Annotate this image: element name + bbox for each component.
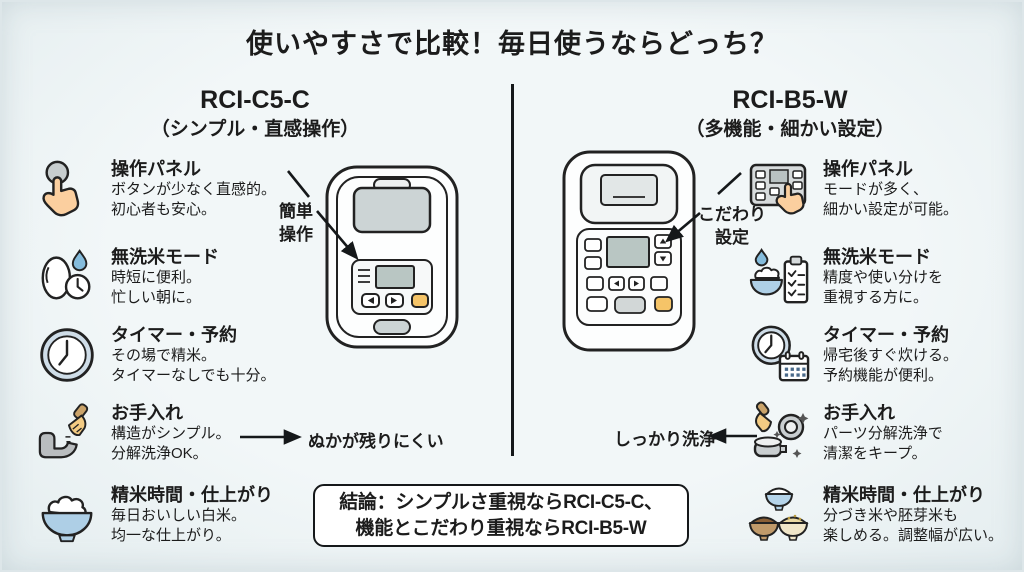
device-top-display	[600, 174, 658, 206]
right-model-name: RCI-B5-W	[732, 86, 848, 114]
conclusion-box: 結論：シンプルさ重視ならRCI-C5-C、 機能とこだわり重視ならRCI-B5-…	[313, 484, 689, 547]
conclusion-line-1: 結論：シンプルさ重視ならRCI-C5-C、	[339, 491, 663, 513]
feature-line: 楽しめる。調整幅が広い。	[823, 527, 1004, 544]
device-lid	[352, 186, 432, 234]
feature-line: 予約機能が便利。	[823, 367, 944, 384]
feature-line: 帰宅後すぐ炊ける。	[823, 347, 959, 364]
three-bowls-icon	[746, 482, 812, 548]
feature-title: 操作パネル	[823, 159, 913, 179]
feature-text: お手入れ 構造がシンプル。 分解洗浄OK。	[111, 402, 311, 464]
feature-left-finish: 精米時間・仕上がり 毎日おいしい白米。 均一な仕上がり。	[34, 482, 311, 548]
easy-operation-note: 簡単 操作	[268, 200, 324, 246]
feature-text: 無洗米モード 時短に便利。 忙しい朝に。	[111, 246, 311, 308]
timer-clock-icon	[34, 322, 100, 388]
device-handle	[373, 319, 411, 335]
feature-text: 操作パネル モードが多く、 細かい設定が可能。	[823, 158, 1021, 220]
conclusion-line-2: 機能とこだわり重視ならRCI-B5-W	[355, 517, 647, 539]
feature-line: 分解洗浄OK。	[111, 445, 208, 462]
feature-line: 清潔をキープ。	[823, 445, 927, 462]
right-device-illustration	[561, 149, 697, 358]
feature-line: 毎日おいしい白米。	[111, 507, 247, 524]
note-line: 設定	[715, 228, 749, 247]
feature-title: 無洗米モード	[823, 247, 931, 267]
feature-title: 精米時間・仕上がり	[823, 485, 985, 505]
feature-title: タイマー・予約	[823, 325, 949, 345]
feature-left-timer: タイマー・予約 その場で精米。 タイマーなしでも十分。	[34, 322, 311, 388]
feature-title: 操作パネル	[111, 159, 201, 179]
feature-right-finish: 精米時間・仕上がり 分づき米や胚芽米も 楽しめる。調整幅が広い。	[746, 482, 1021, 548]
feature-right-cleaning: お手入れ パーツ分解洗浄で 清潔をキープ。	[746, 400, 1021, 466]
feature-title: 無洗米モード	[111, 247, 219, 267]
feature-line: 忙しい朝に。	[111, 289, 202, 306]
control-panel-tap-icon	[746, 156, 812, 222]
left-device-illustration	[324, 164, 460, 355]
note-tick-right	[717, 172, 742, 195]
feature-line: 精度や使い分けを	[823, 269, 944, 286]
feature-text: 無洗米モード 精度や使い分けを 重視する方に。	[823, 246, 1021, 308]
column-divider	[511, 84, 514, 456]
feature-line: モードが多く、	[823, 181, 929, 198]
feature-line: ボタンが少なく直感的。	[111, 181, 277, 198]
feature-title: お手入れ	[111, 403, 183, 423]
right-model-subtitle: （多機能・細かい設定）	[685, 119, 895, 140]
tap-finger-icon	[34, 156, 100, 222]
feature-line: 分づき米や胚芽米も	[823, 507, 959, 524]
page-title: 使いやすさで比較！毎日使うならどっち？	[246, 29, 778, 59]
parts-cleaning-icon	[746, 400, 812, 466]
right-column-header: RCI-B5-W （多機能・細かい設定）	[610, 86, 970, 144]
feature-right-panel: 操作パネル モードが多く、 細かい設定が可能。	[746, 156, 1021, 222]
device-button-start	[411, 293, 429, 308]
device-display	[606, 236, 650, 268]
clock-calendar-icon	[746, 322, 812, 388]
left-model-subtitle: （シンプル・直感操作）	[150, 119, 360, 140]
note-line: こだわり	[698, 205, 766, 224]
feature-line: 時短に便利。	[111, 269, 202, 286]
device-display	[375, 265, 415, 289]
feature-title: タイマー・予約	[111, 325, 237, 345]
feature-line: 均一な仕上がり。	[111, 527, 231, 544]
feature-left-cleaning: お手入れ 構造がシンプル。 分解洗浄OK。	[34, 400, 311, 466]
rice-checklist-icon	[746, 244, 812, 310]
feature-line: 細かい設定が可能。	[823, 201, 959, 218]
feature-left-panel: 操作パネル ボタンが少なく直感的。 初心者も安心。	[34, 156, 311, 222]
left-column-header: RCI-C5-C （シンプル・直感操作）	[75, 86, 435, 144]
feature-line: パーツ分解洗浄で	[823, 425, 943, 442]
feature-line: 重視する方に。	[823, 289, 929, 306]
feature-right-timer: タイマー・予約 帰宅後すぐ炊ける。 予約機能が便利。	[746, 322, 1021, 388]
feature-line: 構造がシンプル。	[111, 425, 231, 442]
feature-text: 精米時間・仕上がり 毎日おいしい白米。 均一な仕上がり。	[111, 484, 311, 546]
feature-title: お手入れ	[823, 403, 895, 423]
feature-text: タイマー・予約 帰宅後すぐ炊ける。 予約機能が便利。	[823, 324, 1021, 386]
feature-line: その場で精米。	[111, 347, 217, 364]
device-button-start	[654, 296, 673, 312]
feature-right-rinse-free: 無洗米モード 精度や使い分けを 重視する方に。	[746, 244, 1021, 310]
note-line: 簡単	[279, 202, 313, 221]
cleaning-brush-icon	[34, 400, 100, 466]
wash-callout-text: しっかり洗浄	[614, 430, 716, 449]
feature-left-rinse-free: 無洗米モード 時短に便利。 忙しい朝に。	[34, 244, 311, 310]
feature-line: タイマーなしでも十分。	[111, 367, 276, 384]
bran-callout-text: ぬかが残りにくい	[308, 432, 444, 451]
feature-title: 精米時間・仕上がり	[111, 485, 273, 505]
feature-text: お手入れ パーツ分解洗浄で 清潔をキープ。	[823, 402, 1021, 464]
feature-line: 初心者も安心。	[111, 201, 217, 218]
rinse-free-rice-icon	[34, 244, 100, 310]
note-line: 操作	[279, 225, 313, 244]
feature-text: 精米時間・仕上がり 分づき米や胚芽米も 楽しめる。調整幅が広い。	[823, 484, 1021, 546]
feature-text: タイマー・予約 その場で精米。 タイマーなしでも十分。	[111, 324, 311, 386]
feature-text: 操作パネル ボタンが少なく直感的。 初心者も安心。	[111, 158, 311, 220]
rice-bowl-icon	[34, 482, 100, 548]
detailed-setting-note: こだわり 設定	[692, 203, 772, 249]
left-model-name: RCI-C5-C	[200, 86, 310, 114]
